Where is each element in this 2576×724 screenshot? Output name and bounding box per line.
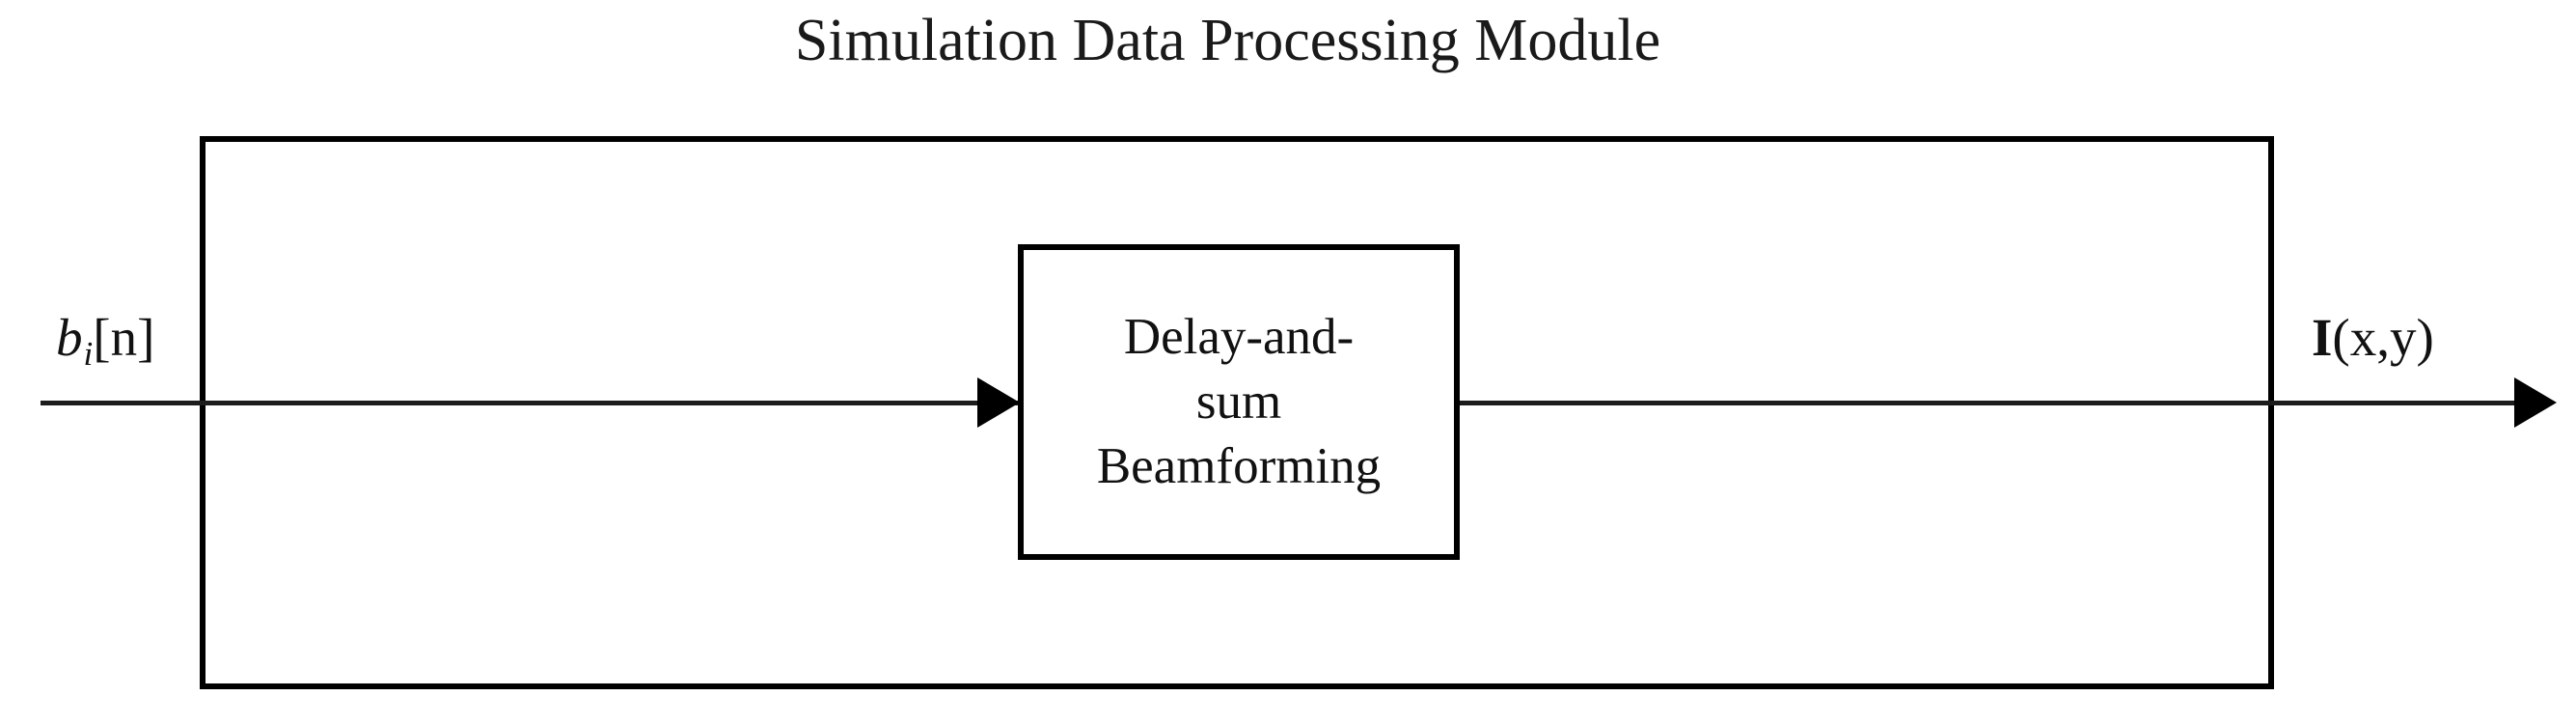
input-signal-base: b: [56, 308, 83, 367]
arrow-head-output-icon: [2514, 377, 2557, 428]
input-signal-subscript: i: [83, 334, 94, 373]
beamformer-block-line-3: Beamforming: [1096, 437, 1382, 494]
beamformer-block-line-2: sum: [1195, 374, 1282, 431]
input-signal-index: [n]: [93, 308, 155, 367]
input-signal-label: bi[n]: [56, 311, 154, 371]
output-signal-base: I: [2312, 308, 2333, 367]
page-title: Simulation Data Processing Module: [794, 8, 1661, 73]
output-signal-args: (x,y): [2332, 308, 2434, 367]
beamformer-block-line-1: Delay-and-: [1123, 309, 1355, 366]
beamformer-block: Delay-and- sum Beamforming: [1018, 244, 1460, 560]
arrow-head-into-beamformer-icon: [977, 377, 1020, 428]
output-signal-label: I(x,y): [2312, 311, 2434, 364]
outer-module-boundary: [200, 136, 2274, 689]
